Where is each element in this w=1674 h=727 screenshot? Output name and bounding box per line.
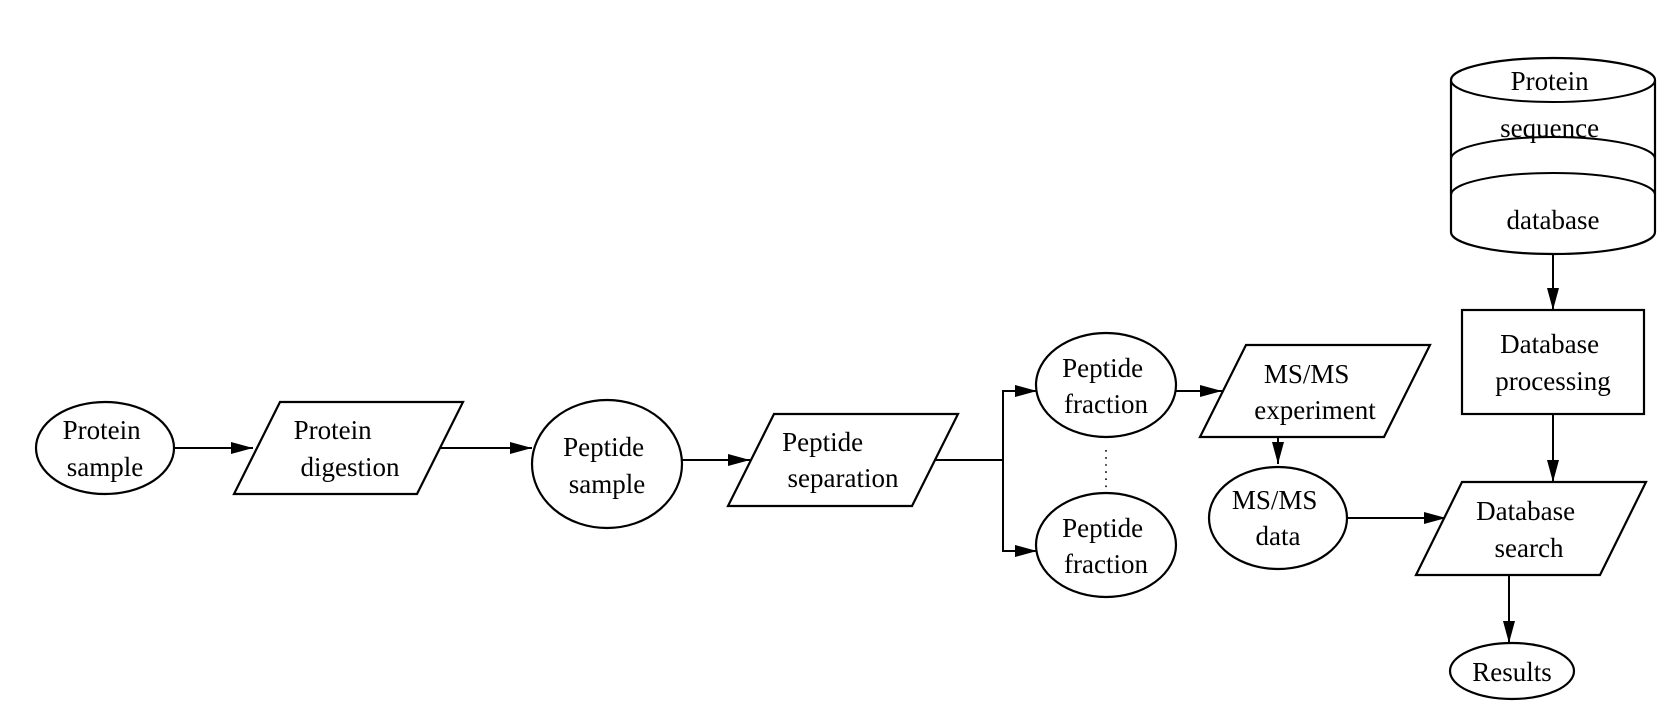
svg-text:Results: Results [1472,657,1552,687]
edges [174,254,1559,643]
svg-text:Protein digestion: Protein digestion [294,415,400,482]
svg-text:Peptide sample: Peptide sample [563,432,651,499]
node-label-line: Results [1472,657,1552,687]
node-label-line: Peptide [563,432,644,462]
node-msms-data: MS/MS data [1207,465,1349,571]
node-label-line: experiment [1254,395,1376,425]
results-ellipse [1448,641,1576,701]
protein-digestion-parallelogram [232,400,465,496]
node-label-line: sample [67,452,143,482]
node-label-line: Protein [63,415,141,445]
node-label-line: Peptide [1062,513,1143,543]
svg-text:Protein sequence d: Protein sequence database [1500,66,1606,235]
node-label-line: Peptide [1062,353,1143,383]
node-label-line: fraction [1064,389,1148,419]
node-msms-experiment: MS/MS experiment [1198,343,1432,439]
node-label-line: search [1495,533,1564,563]
svg-text:MS/MS experiment: MS/MS experiment [1254,359,1376,425]
edge-separation-to-fraction-bottom [1002,460,1037,557]
svg-text:Peptide fraction: Peptide fraction [1062,353,1150,419]
node-label-line: Database [1500,329,1599,359]
database-cylinder-icon [1449,56,1657,256]
node-peptide-fraction-bottom: Peptide fraction [1034,491,1178,599]
node-peptide-sample: Peptide sample [530,398,684,530]
node-label-line: data [1256,521,1301,551]
peptide-sample-ellipse [530,398,684,530]
node-database-processing: Database processing [1460,308,1646,416]
node-label-line: Protein [1511,66,1589,96]
node-label-line: digestion [301,452,400,482]
svg-text:Protein sample: Protein sample [63,415,148,482]
node-results: Results [1448,641,1576,701]
svg-text:MS/MS data: MS/MS data [1232,485,1324,551]
peptide-fraction-bottom-ellipse [1034,491,1178,599]
node-label-line: MS/MS [1264,359,1350,389]
node-label-line: MS/MS [1232,485,1318,515]
svg-text:Database search: Database search [1476,496,1582,563]
node-label-line: Protein [294,415,372,445]
msms-data-ellipse [1207,465,1349,571]
database-cylinder-band-2 [1450,172,1656,196]
database-cylinder-band-1 [1450,136,1656,160]
svg-text:Peptide separation: Peptide separation [782,427,899,493]
node-label-line: separation [788,463,899,493]
svg-text:Peptide fraction: Peptide fraction [1062,513,1150,579]
peptide-fraction-top-ellipse [1034,331,1178,439]
protein-sample-ellipse [34,400,176,496]
database-search-parallelogram [1414,480,1648,577]
peptide-separation-parallelogram [726,412,960,508]
node-protein-sequence-database: Protein sequence database [1449,56,1657,256]
node-peptide-fraction-top: Peptide fraction [1034,331,1178,439]
svg-text:Database processing: Database processing [1495,329,1610,396]
edge-separation-to-fraction-top [935,385,1037,461]
node-label-line: processing [1495,366,1610,396]
node-protein-sample: Protein sample [34,400,176,496]
node-peptide-separation: Peptide separation [726,412,960,508]
node-database-search: Database search [1414,480,1648,577]
database-processing-box [1460,308,1646,416]
node-protein-digestion: Protein digestion [232,400,465,496]
node-label-line: fraction [1064,549,1148,579]
node-label-line: database [1507,205,1600,235]
database-cylinder-top-rim [1450,79,1656,103]
node-label-line: Peptide [782,427,863,457]
msms-experiment-parallelogram [1198,343,1432,439]
node-label-line: Database [1476,496,1575,526]
node-label-line: sequence [1500,113,1599,143]
node-label-line: sample [569,469,645,499]
